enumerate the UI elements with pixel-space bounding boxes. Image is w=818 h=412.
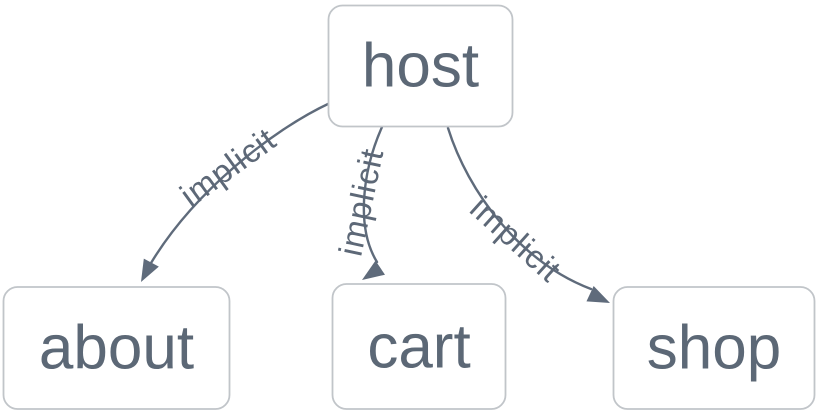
node-cart: cart [331,283,507,410]
node-shop-label: shop [647,314,781,383]
edge-host-about-arrowhead-icon [141,258,159,282]
edge-host-about [141,101,332,282]
node-cart-box [331,283,507,410]
edge-host-shop-line [446,126,593,291]
edge-host-cart-line [362,125,384,264]
node-host: host [327,4,514,128]
node-about-box [2,286,231,410]
edge-host-cart [362,125,385,280]
node-shop: shop [612,286,816,410]
node-host-box [327,4,514,128]
edge-label-host-cart: implicit [332,145,391,259]
node-shop-box [612,286,816,410]
node-cart-label: cart [367,313,470,382]
edge-host-cart-arrowhead-icon [362,260,385,280]
edge-label-host-shop: implicit [463,189,569,289]
node-about: about [2,286,231,410]
edge-label-host-about: implicit [173,120,283,214]
edge-host-about-line [149,101,332,265]
node-about-label: about [39,314,194,383]
edge-host-shop [446,126,610,303]
edge-host-shop-arrowhead-icon [586,285,610,303]
node-host-label: host [362,32,479,101]
